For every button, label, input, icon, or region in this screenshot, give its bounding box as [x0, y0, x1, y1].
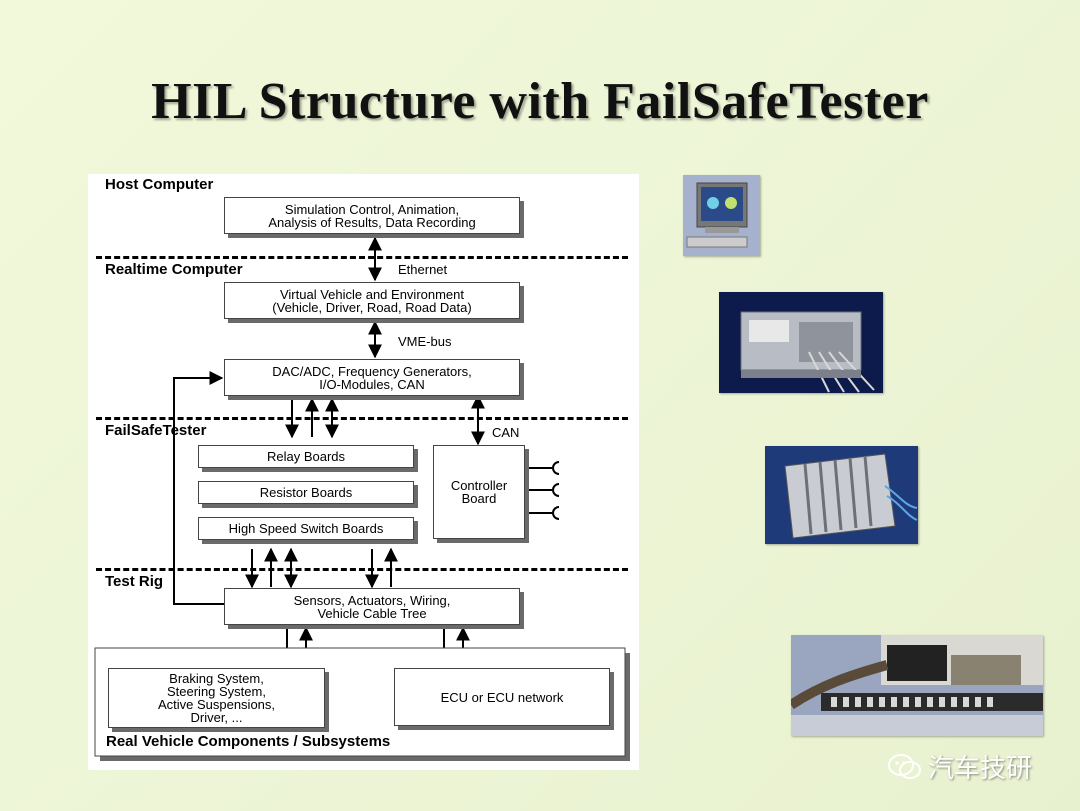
test-rig-photo [791, 635, 1043, 736]
dac-adc-box: DAC/ADC, Frequency Generators, I/O-Modul… [224, 359, 520, 396]
divider-realtime-failsafe [96, 417, 628, 420]
divider-host-realtime [96, 256, 628, 259]
feedback-loop-line [173, 371, 224, 605]
host-computer-photo [683, 175, 760, 256]
can-label: CAN [492, 425, 520, 440]
vme-bus-label: VME-bus [398, 334, 452, 349]
ecu-network-box: ECU or ECU network [394, 668, 610, 726]
sensors-actuators-box: Sensors, Actuators, Wiring, Vehicle Cabl… [224, 588, 520, 625]
section-realtime-computer: Realtime Computer [105, 261, 243, 278]
divider-failsafe-testrig [96, 568, 628, 571]
wechat-icon [888, 753, 921, 779]
section-test-rig: Test Rig [105, 573, 164, 590]
braking-system-box: Braking System, Steering System, Active … [108, 668, 325, 728]
ethernet-label: Ethernet [398, 262, 448, 277]
section-host-computer: Host Computer [105, 176, 214, 193]
realtime-unit-photo [719, 292, 883, 393]
relay-boards-box: Relay Boards [198, 445, 414, 468]
section-failsafetester: FailSafeTester [105, 422, 207, 439]
controller-board-box: Controller Board [433, 445, 525, 539]
resistor-boards-box: Resistor Boards [198, 481, 414, 504]
section-real-vehicle-components: Real Vehicle Components / Subsystems [106, 733, 391, 750]
slide-title: HIL Structure with FailSafeTester [151, 73, 929, 130]
high-speed-switch-boards-box: High Speed Switch Boards [198, 517, 414, 540]
watermark: 汽车技研 [888, 748, 1032, 785]
virtual-vehicle-box: Virtual Vehicle and Environment (Vehicle… [224, 282, 520, 319]
watermark-text: 汽车技研 [928, 754, 1033, 784]
simulation-control-box: Simulation Control, Animation, Analysis … [224, 197, 520, 234]
failsafe-rack-photo [765, 446, 918, 544]
